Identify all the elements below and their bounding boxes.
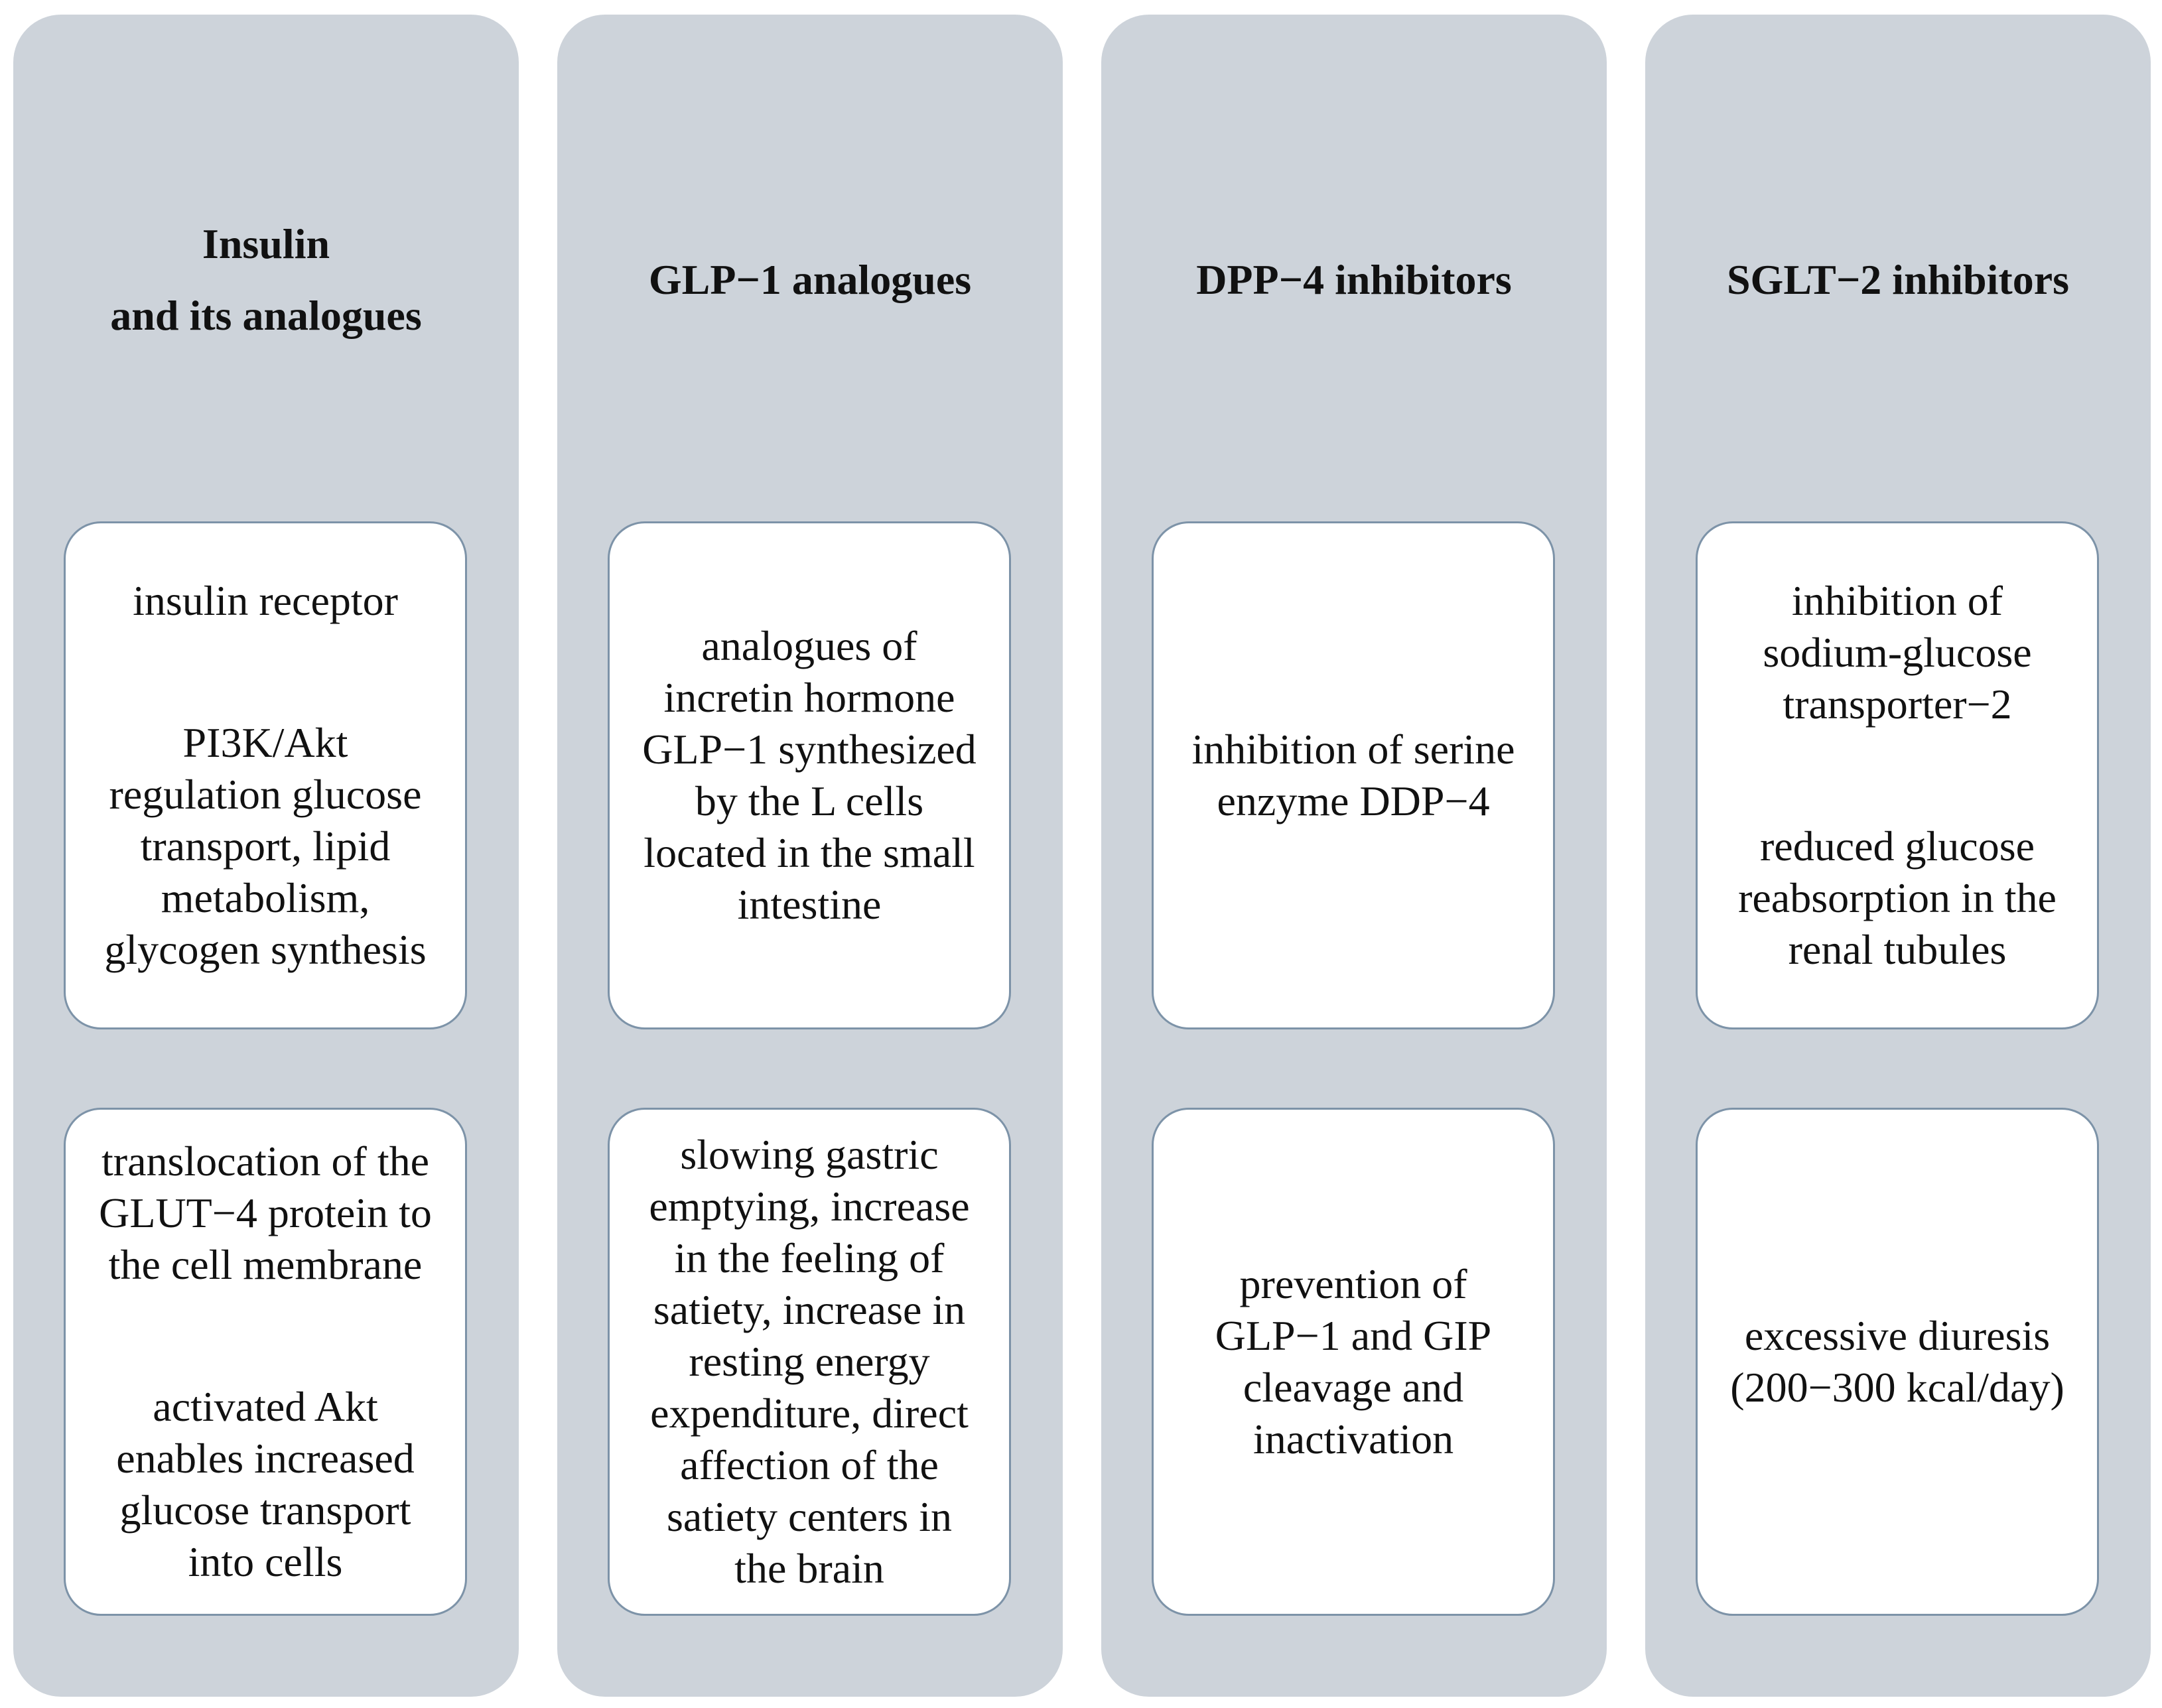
column-glp1-analogues: GLP−1 analogues analogues of incretin ho…	[557, 15, 1063, 1697]
column-title: SGLT−2 inhibitors	[1658, 180, 2137, 379]
mechanism-text: inhibition of serine enzyme DDP−4	[1191, 726, 1515, 824]
effect-text: slowing gastric emptying, increase in th…	[649, 1131, 970, 1592]
column-title: GLP−1 analogues	[571, 180, 1049, 379]
column-title-text: DPP−4 inhibitors	[1196, 256, 1512, 303]
column-sglt2-inhibitors: SGLT−2 inhibitors inhibition of sodium-g…	[1645, 15, 2151, 1697]
mechanism-text: insulin receptor	[133, 577, 398, 624]
column-title: DPP−4 inhibitors	[1115, 180, 1593, 379]
mechanism-box: inhibition of serine enzyme DDP−4	[1152, 521, 1555, 1029]
column-title-text: Insulin and its analogues	[110, 220, 422, 339]
effect-text: activated Akt enables increased glucose …	[116, 1383, 415, 1585]
effect-text: translocation of the GLUT−4 protein to t…	[99, 1138, 432, 1288]
effect-box: prevention of GLP−1 and GIP cleavage and…	[1152, 1108, 1555, 1616]
column-title-text: GLP−1 analogues	[648, 256, 972, 303]
effect-box: excessive diuresis (200−300 kcal/day)	[1696, 1108, 2099, 1616]
column-title: Insulin and its analogues	[27, 180, 506, 379]
mechanism-text: analogues of incretin hormone GLP−1 synt…	[642, 622, 977, 928]
effect-box: translocation of the GLUT−4 protein to t…	[64, 1108, 467, 1616]
mechanism-text: PI3K/Akt regulation glucose transport, l…	[104, 719, 427, 973]
mechanism-box: inhibition of sodium-glucose transporter…	[1696, 521, 2099, 1029]
column-insulin: Insulin and its analogues insulin recept…	[13, 15, 519, 1697]
mechanism-text: inhibition of sodium-glucose transporter…	[1763, 577, 2032, 728]
mechanism-box: insulin receptor PI3K/Akt regulation glu…	[64, 521, 467, 1029]
effect-box: slowing gastric emptying, increase in th…	[608, 1108, 1011, 1616]
mechanism-box: analogues of incretin hormone GLP−1 synt…	[608, 521, 1011, 1029]
effect-text: prevention of GLP−1 and GIP cleavage and…	[1215, 1260, 1492, 1463]
mechanism-text: reduced glucose reabsorption in the rena…	[1738, 822, 2057, 973]
effect-text: excessive diuresis (200−300 kcal/day)	[1730, 1312, 2064, 1411]
column-title-text: SGLT−2 inhibitors	[1726, 256, 2070, 303]
column-dpp4-inhibitors: DPP−4 inhibitors inhibition of serine en…	[1101, 15, 1607, 1697]
